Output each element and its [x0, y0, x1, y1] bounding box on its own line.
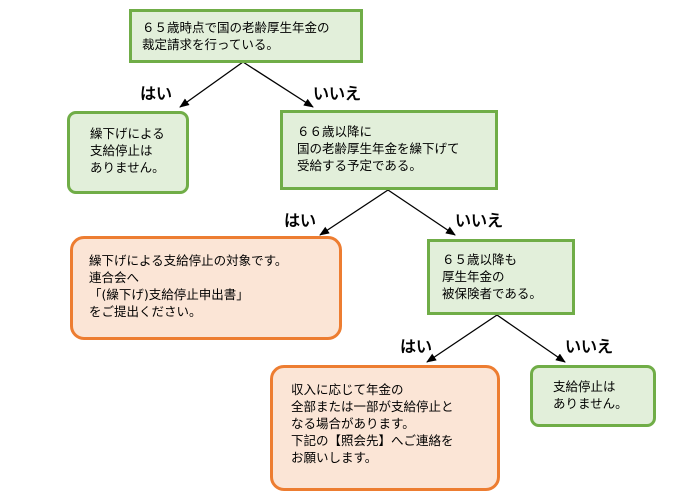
branch-label-q2-no: いいえ [455, 211, 504, 230]
r2-line-4: をご提出ください。 [89, 304, 202, 319]
q3-line-3: 被保険者である。 [442, 286, 542, 301]
q2-line-2: 国の老齢厚生年金を繰下げて [297, 141, 460, 156]
branch-label-q1-yes: はい [140, 84, 173, 103]
r2-line-1: 繰下げによる支給停止の対象です。 [89, 253, 288, 268]
r4-line-2: ありません。 [553, 396, 628, 411]
r3-line-4: 下記の【照会先】へご連絡を [291, 433, 454, 448]
question-box-q3: ６５歳以降も 厚生年金の 被保険者である。 [427, 239, 575, 315]
arrow-q3-yes [426, 314, 498, 363]
arrow-q2-yes [319, 189, 389, 236]
q1-line-2: 裁定請求を行っている。 [142, 37, 279, 52]
r2-line-2: 連合会へ [89, 270, 140, 285]
result-box-r1: 繰下げによる 支給停止は ありません。 [67, 111, 189, 194]
result-box-r3: 収入に応じて年金の 全部または一部が支給停止と なる場合があります。 下記の【照… [270, 365, 500, 491]
r4-line-1: 支給停止は [553, 379, 616, 394]
result-box-r4: 支給停止は ありません。 [530, 365, 656, 427]
branch-label-q2-yes: はい [284, 211, 317, 230]
q3-line-2: 厚生年金の [442, 269, 505, 284]
r3-line-5: お願いします。 [291, 450, 378, 465]
r3-line-2: 全部または一部が支給停止と [291, 399, 454, 414]
result-box-r2: 繰下げによる支給停止の対象です。 連合会へ 「(繰下げ)支給停止申出書」 をご提… [70, 236, 342, 340]
q1-line-1: ６５歳時点で国の老齢厚生年金の [142, 20, 330, 35]
r3-line-1: 収入に応じて年金の [291, 382, 404, 397]
arrow-q1-yes [179, 61, 244, 108]
q3-line-1: ６５歳以降も [442, 252, 518, 267]
arrow-q2-no [387, 189, 456, 236]
r1-line-1: 繰下げによる [90, 126, 165, 141]
r1-line-2: 支給停止は [90, 143, 153, 158]
r2-line-3: 「(繰下げ)支給停止申出書」 [89, 287, 249, 302]
arrow-q1-no [242, 61, 314, 108]
arrow-q3-no [496, 314, 566, 363]
r1-line-3: ありません。 [90, 160, 165, 175]
branch-label-q3-yes: はい [400, 337, 433, 356]
question-box-q1: ６５歳時点で国の老齢厚生年金の 裁定請求を行っている。 [129, 9, 363, 63]
branch-label-q3-no: いいえ [565, 337, 614, 356]
q2-line-1: ６６歳以降に [297, 124, 373, 139]
branch-label-q1-no: いいえ [313, 84, 362, 103]
question-box-q2: ６６歳以降に 国の老齢厚生年金を繰下げて 受給する予定である。 [280, 110, 498, 190]
q2-line-3: 受給する予定である。 [297, 158, 422, 173]
r3-line-3: なる場合があります。 [291, 416, 415, 431]
